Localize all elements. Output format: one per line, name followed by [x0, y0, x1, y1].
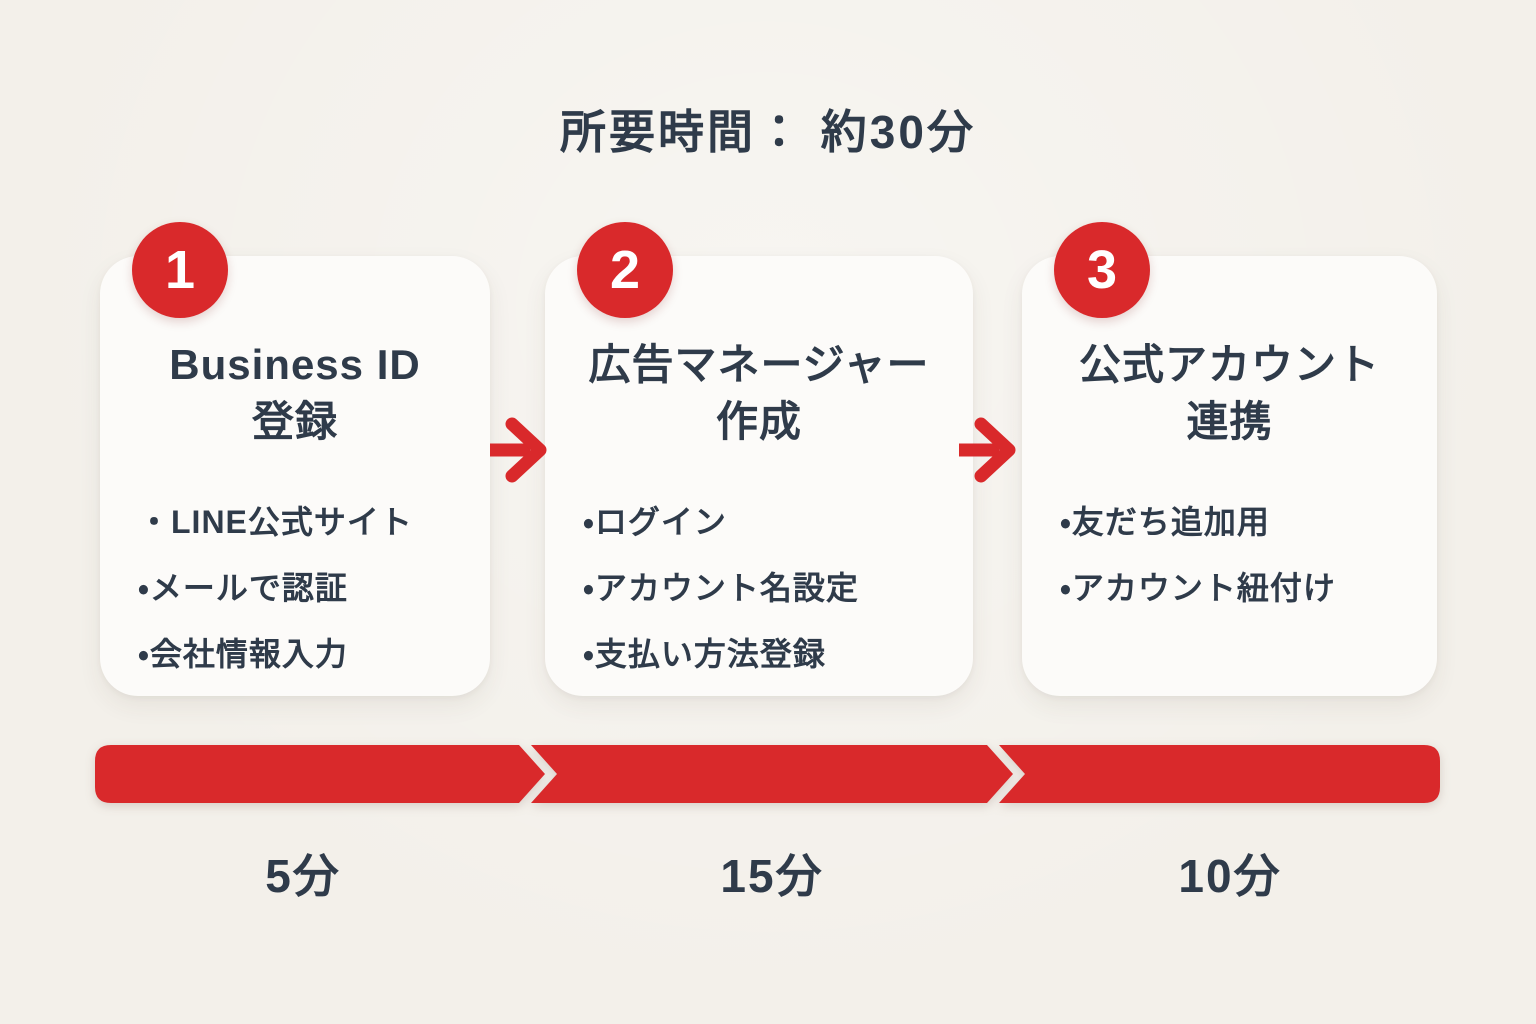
step-card-3: 3 公式アカウント 連携 ・友だち追加用 ・アカウント紐付け: [1022, 222, 1437, 696]
arrow-right-icon: [490, 417, 547, 483]
timeline-bar: [95, 745, 1440, 803]
timeline-segment-3: [999, 745, 1440, 803]
bullet-item: ・支払い方法登録: [583, 636, 826, 673]
timeline-segment-2: [531, 745, 1013, 803]
page-title: 所要時間： 約30分: [560, 106, 976, 158]
bullet-item: ・メールで認証: [138, 570, 348, 607]
step-2-bullet-list: ・ログイン ・アカウント名設定 ・支払い方法登録: [565, 490, 953, 688]
step-2-number-badge: 2: [577, 222, 673, 318]
bullet-item: ・友だち追加用: [1060, 504, 1270, 541]
arrow-right-icon: [959, 417, 1016, 483]
step-card-2: 2 広告マネージャー 作成 ・ログイン ・アカウント名設定 ・支払い方法登録: [545, 222, 973, 696]
timeline-segment-1: [95, 745, 545, 803]
step-1-title: Business ID 登録: [169, 341, 421, 446]
step-3-bullet-list: ・友だち追加用 ・アカウント紐付け: [1042, 490, 1417, 622]
step-3-number-badge: 3: [1054, 222, 1150, 318]
step-2-title: 広告マネージャー 作成: [588, 341, 930, 446]
step-card-1: 1 Business ID 登録 ・LINE公式サイト ・メールで認証 ・会社情…: [100, 222, 490, 696]
bullet-item: ・アカウント紐付け: [1060, 570, 1336, 607]
bullet-item: ・会社情報入力: [138, 636, 348, 673]
duration-label-1: 5分: [265, 850, 341, 902]
step-3-title: 公式アカウント 連携: [1078, 341, 1380, 446]
bullet-item: ・LINE公式サイト: [138, 504, 413, 541]
bullet-item: ・ログイン: [583, 504, 727, 541]
duration-label-2: 15分: [720, 850, 824, 902]
step-1-bullet-list: ・LINE公式サイト ・メールで認証 ・会社情報入力: [120, 490, 470, 688]
bullet-item: ・アカウント名設定: [583, 570, 859, 607]
duration-label-3: 10分: [1178, 850, 1282, 902]
step-1-number-badge: 1: [132, 222, 228, 318]
